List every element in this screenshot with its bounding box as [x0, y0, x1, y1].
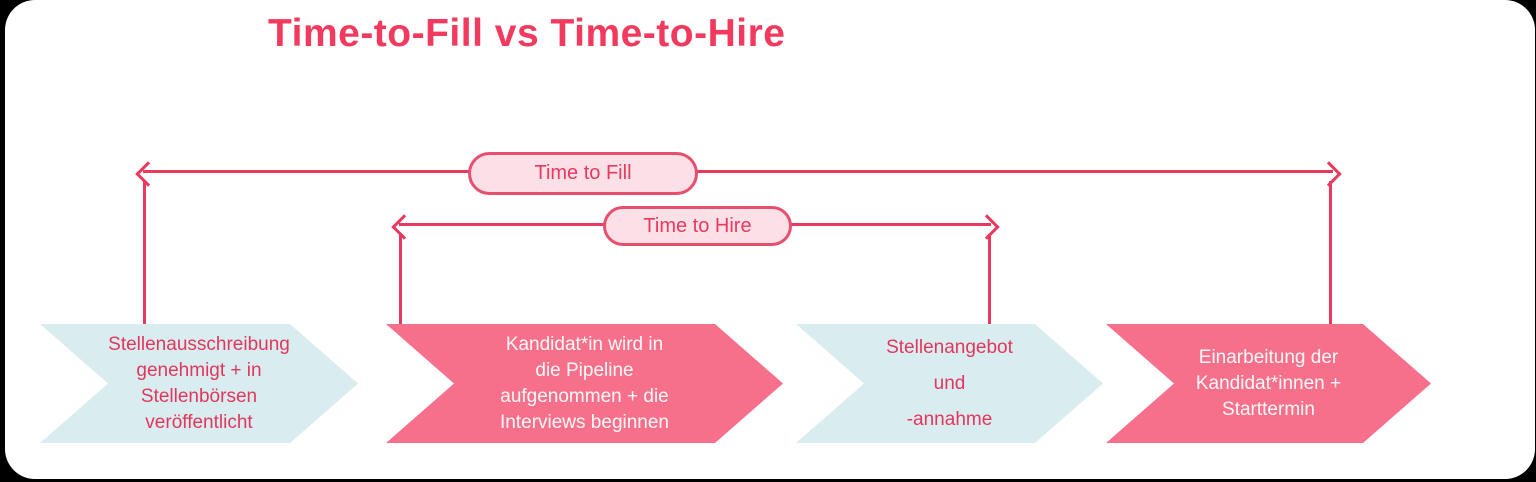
time-to-hire-badge-label: Time to Hire: [643, 214, 752, 237]
time-to-fill-line: [143, 170, 1333, 173]
stage-text-line: die Pipeline: [535, 359, 634, 381]
stage-text-line: veröffentlicht: [145, 411, 253, 433]
stage-text-line: genehmigt + in: [136, 359, 262, 381]
arrowhead-left-icon: [391, 214, 417, 240]
time-to-fill-connector-left: [143, 181, 146, 324]
stage-candidate-pipeline-chevron: Kandidat*in wird in die Pipeline aufgeno…: [386, 324, 783, 443]
stage-text-line: aufgenommen + die: [500, 385, 669, 407]
time-to-fill-connector-right: [1329, 181, 1332, 324]
stage-text-line: Starttermin: [1222, 398, 1315, 420]
stage-onboarding-chevron: Einarbeitung der Kandidat*innen + Startt…: [1106, 324, 1431, 443]
stage-text-line: Einarbeitung der: [1198, 346, 1339, 368]
time-to-hire-badge: Time to Hire: [603, 206, 792, 246]
stage-text-line: Stellenausschreibung: [108, 333, 290, 355]
time-to-hire-connector-right: [988, 234, 991, 324]
stage-text-line: Stellenbörsen: [140, 385, 258, 407]
stage-text-line: Kandidat*in wird in: [505, 333, 664, 355]
stage-text-line: Kandidat*innen +: [1195, 372, 1342, 394]
arrowhead-left-icon: [135, 161, 161, 187]
stage-text-line: und: [933, 372, 966, 394]
time-to-fill-badge: Time to Fill: [468, 152, 698, 195]
page-title: Time-to-Fill vs Time-to-Hire: [268, 12, 786, 55]
stage-text-line: Interviews beginnen: [500, 411, 669, 433]
time-to-fill-badge-label: Time to Fill: [534, 162, 632, 184]
stage-text-line: Stellenangebot: [886, 336, 1013, 358]
stage-job-posted-chevron: Stellenausschreibung genehmigt + in Stel…: [40, 324, 358, 443]
arrowhead-right-icon: [974, 214, 1000, 240]
time-to-hire-connector-left: [399, 234, 402, 324]
stage-offer-acceptance-chevron: Stellenangebot und -annahme: [796, 324, 1103, 443]
stage-text-line: -annahme: [906, 408, 993, 430]
